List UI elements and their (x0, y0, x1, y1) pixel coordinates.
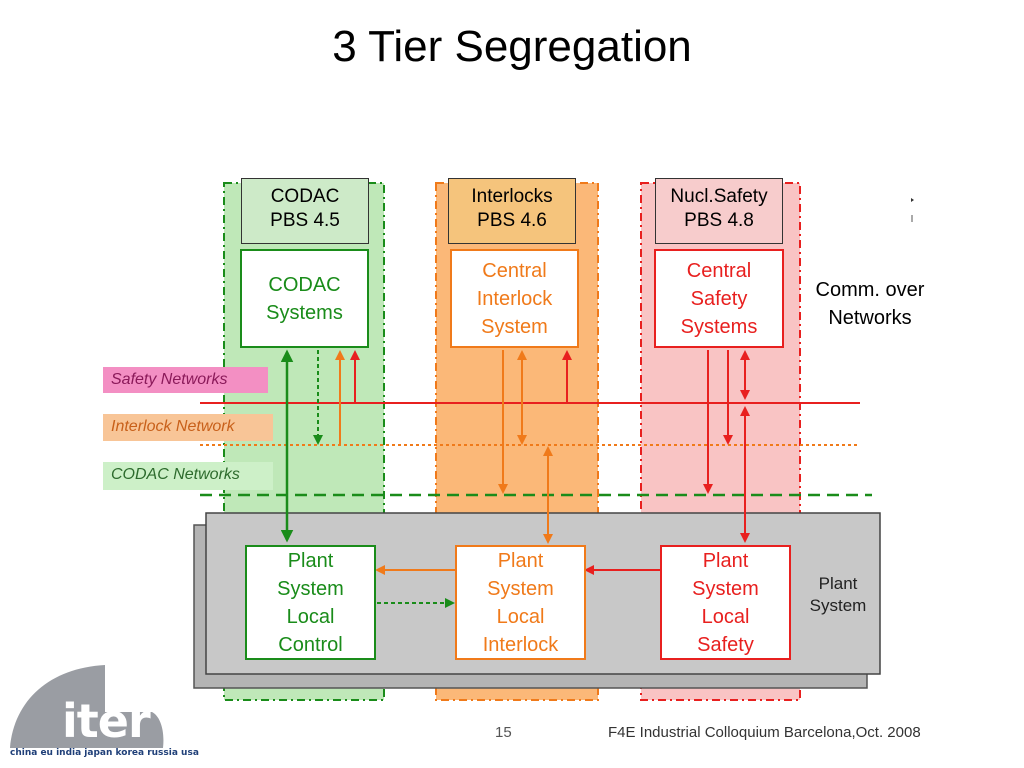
plant-system-local-interlock-box: Plant System Local Interlock (455, 545, 586, 660)
plant-system-local-control-box: Plant System Local Control (245, 545, 376, 660)
iter-logo-shape (10, 665, 164, 748)
slide-title: 3 Tier Segregation (332, 22, 692, 71)
nucl-safety-pbs-box: Nucl.Safety PBS 4.8 (655, 178, 783, 244)
central-safety-systems-box: Central Safety Systems (654, 249, 784, 348)
codac-pbs-box: CODAC PBS 4.5 (241, 178, 369, 244)
iter-logo-tagline: china eu india japan korea russia usa (10, 748, 199, 758)
central-interlock-system-box: Central Interlock System (450, 249, 579, 348)
page-number: 15 (495, 724, 512, 741)
codac-networks-label: CODAC Networks (103, 462, 273, 490)
comm-over-networks-note: Comm. over Networks (815, 279, 925, 329)
safety-networks-label: Safety Networks (103, 367, 268, 393)
decor-mark (911, 198, 914, 202)
codac-systems-box: CODAC Systems (240, 249, 369, 348)
interlocks-pbs-box: Interlocks PBS 4.6 (448, 178, 576, 244)
footer-text: F4E Industrial Colloquium Barcelona,Oct.… (608, 724, 921, 741)
iter-logo-word: iter (62, 694, 151, 748)
plant-system-local-safety-box: Plant System Local Safety (660, 545, 791, 660)
interlock-network-label: Interlock Network (103, 414, 273, 441)
plant-system-label: Plant System (809, 574, 867, 615)
